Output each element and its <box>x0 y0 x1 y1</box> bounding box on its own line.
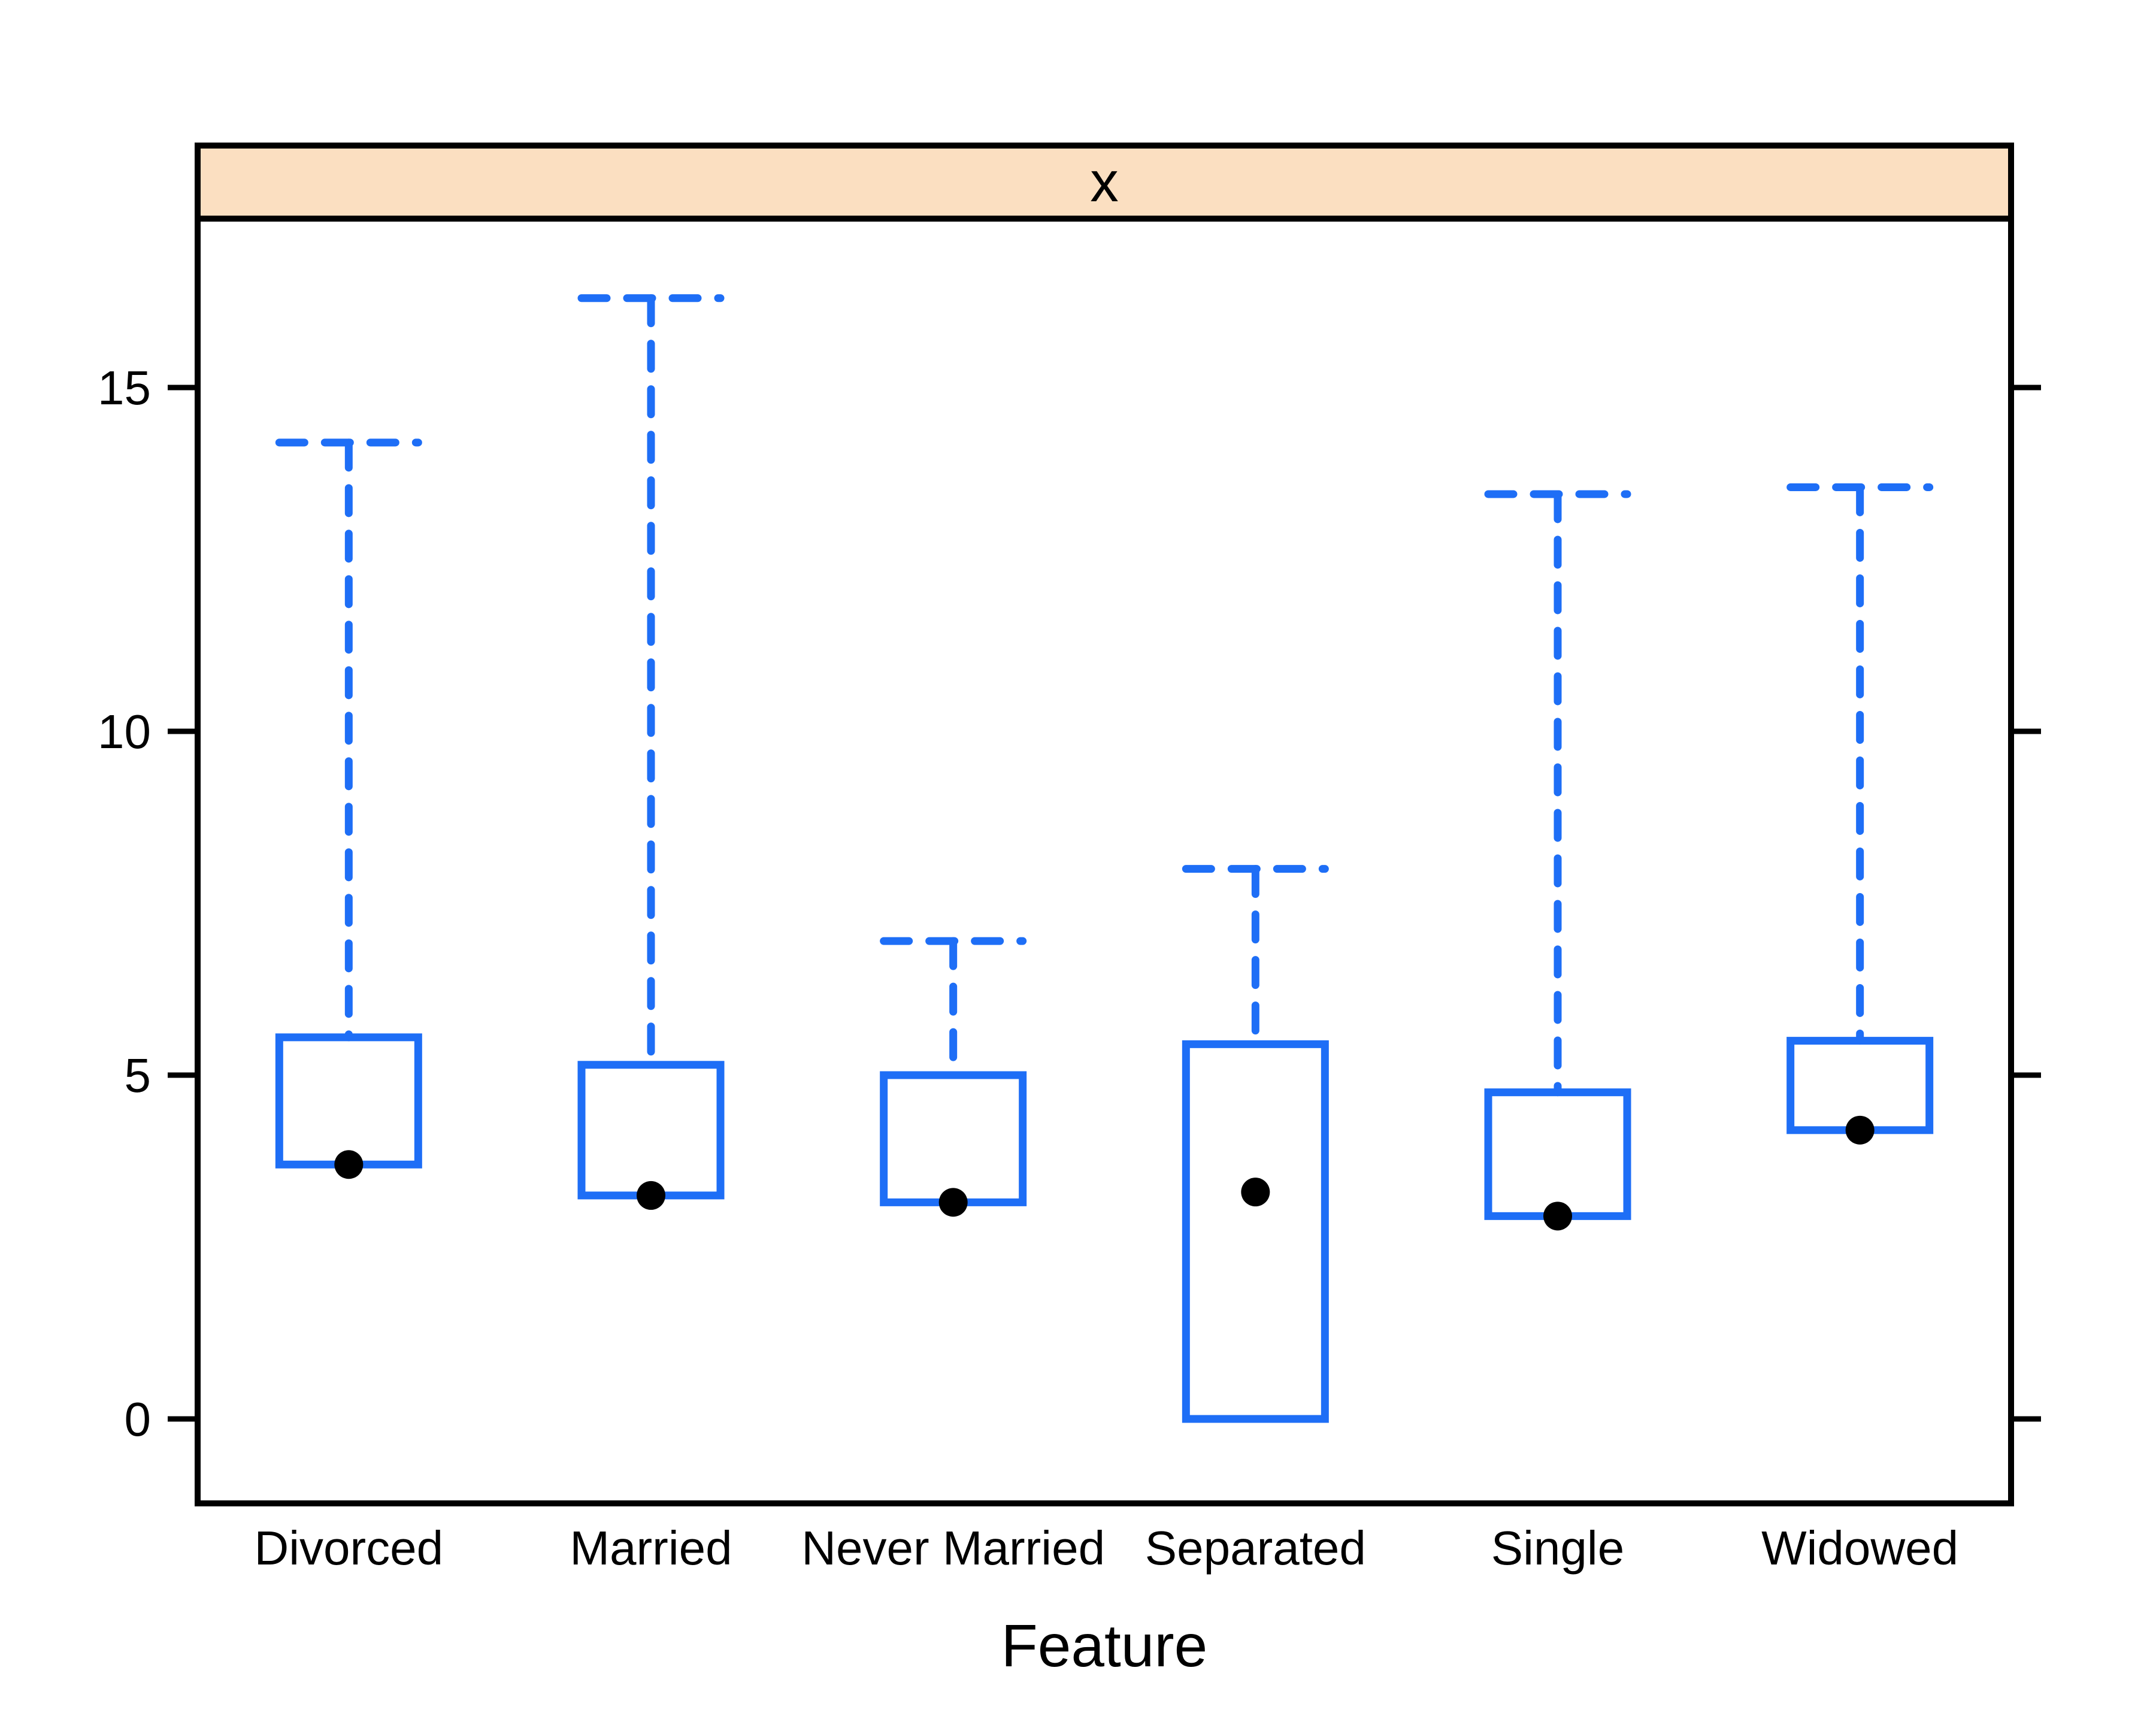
box-married <box>577 1061 725 1200</box>
x-axis-title: Feature <box>1001 1612 1208 1679</box>
y-tick-label-0: 0 <box>125 1393 152 1446</box>
box-divorced <box>275 1033 422 1169</box>
panel-border <box>195 216 2014 1506</box>
y-tick-label-5: 5 <box>125 1049 152 1102</box>
box-separated <box>1182 1040 1329 1423</box>
median-dot-widowed <box>1845 1115 1875 1145</box>
median-dot-divorced <box>334 1150 364 1179</box>
panel-strip-label: x <box>1090 150 1119 214</box>
category-label-never-married: Never Married <box>801 1521 1105 1575</box>
category-label-married: Married <box>570 1521 732 1575</box>
category-label-divorced: Divorced <box>254 1521 443 1575</box>
median-dot-never-married <box>938 1188 968 1217</box>
median-dot-married <box>637 1181 665 1210</box>
median-dot-single <box>1543 1202 1572 1231</box>
category-label-widowed: Widowed <box>1761 1521 1958 1575</box>
box-never-married <box>880 1071 1027 1206</box>
category-label-separated: Separated <box>1145 1521 1366 1575</box>
y-tick-label-15: 15 <box>98 361 151 414</box>
box-single <box>1484 1088 1631 1220</box>
median-dot-separated <box>1241 1178 1270 1207</box>
category-label-single: Single <box>1491 1521 1624 1575</box>
y-tick-label-10: 10 <box>98 705 151 758</box>
